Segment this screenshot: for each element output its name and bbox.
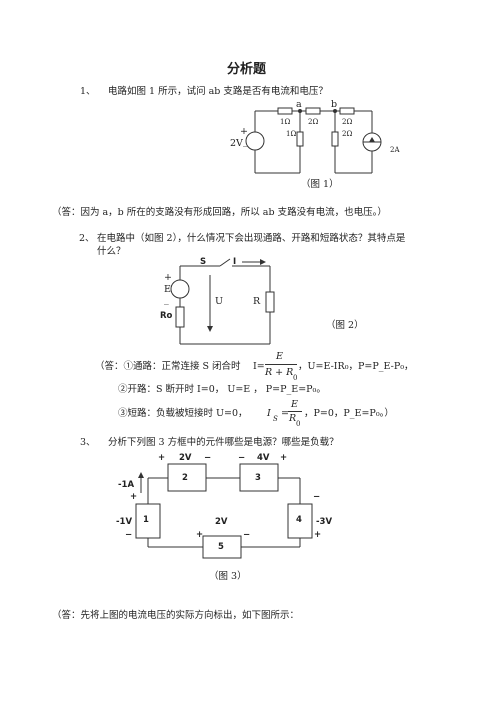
resistor-r4-label: 1Ω	[286, 130, 297, 138]
box2-number: 2	[182, 473, 188, 483]
q3-answer: （答：先将上图的电流电压的实际方向标出，如下图所示：	[52, 610, 300, 621]
box1-voltage: -1V	[116, 517, 133, 527]
q2-text-line1: 在电路中（如图 2），什么情况下会出现通路、开路和短路状态？其特点是	[97, 233, 406, 244]
box5-voltage: 2V	[215, 517, 228, 527]
fraction-line	[265, 364, 297, 365]
node-a-label: a	[296, 99, 302, 110]
page-title: 分析题	[227, 62, 267, 77]
box1-minus-sign: −	[125, 530, 133, 540]
q2-answer-3-frac-sub: 0	[296, 420, 301, 428]
box4-minus-sign: −	[313, 492, 321, 502]
q3-text: 分析下列图 3 方框中的元件哪些是电源？哪些是负载？	[108, 437, 339, 448]
box2-plus-sign: +	[158, 453, 166, 463]
box3-voltage: 4V	[257, 453, 270, 463]
q1-text: 电路如图 1 所示，试问 ab 支路是否有电流和电压？	[108, 86, 328, 97]
q2-answer-3-frac-den: R	[289, 413, 297, 424]
q2-answer-1-frac-num: E	[276, 351, 283, 362]
fraction-line	[288, 411, 302, 412]
box1-number: 1	[143, 515, 149, 525]
current-source-label: 2A	[390, 146, 400, 154]
q2-answer-3-is-sub: S	[273, 415, 278, 423]
voltage-arrow-icon	[207, 326, 213, 332]
box3-plus-sign: +	[280, 453, 288, 463]
resistor-r-label: R	[253, 296, 261, 307]
node-b-label: b	[331, 99, 338, 110]
q2-answer-3-frac-num: E	[291, 399, 298, 410]
figure-2-caption: （图 2）	[326, 320, 364, 331]
resistor-r1-label: 1Ω	[280, 118, 291, 126]
box3-minus-sign: −	[238, 453, 246, 463]
q2-text-line2: 什么？	[97, 246, 126, 257]
q2-answer-1-frac-den: R + R	[265, 367, 294, 378]
resistor-r5-label: 2Ω	[342, 130, 353, 138]
box5-minus-sign: −	[243, 530, 251, 540]
current-arrow-icon	[260, 259, 266, 265]
q2-answer-2: ②开路：S 断开时 I=0， U=E ， P=P_E=P₀。	[118, 384, 326, 395]
internal-resistance-label: Ro	[160, 311, 173, 321]
box4-number: 4	[296, 515, 302, 525]
emf-label: E	[164, 284, 171, 295]
q2-answer-3-rest: ，P=0，P_E=P₀。）	[304, 408, 394, 419]
box4-plus-sign: +	[314, 530, 322, 540]
box2-voltage: 2V	[179, 453, 192, 463]
box5-number: 5	[218, 542, 224, 552]
box1-plus-sign: +	[130, 492, 138, 502]
current-arrow-icon	[138, 472, 144, 478]
box3-number: 3	[255, 473, 261, 483]
figure-3-caption: （图 3）	[209, 571, 247, 582]
q2-answer-3-is: I	[267, 408, 271, 419]
voltage-u-label: U	[215, 296, 224, 307]
figure-1-caption: （图 1）	[301, 179, 339, 190]
q2-answer-3-eq: =	[281, 408, 289, 419]
switch-label: S	[200, 257, 207, 267]
resistor-r3-label: 2Ω	[342, 118, 353, 126]
source-minus-sign: _	[243, 136, 248, 147]
current-label: I	[233, 257, 237, 267]
voltage-source-label: 2V	[230, 138, 243, 149]
q1-number: 1、	[80, 86, 96, 97]
box2-minus-sign: −	[204, 453, 212, 463]
box4-voltage: -3V	[316, 517, 333, 527]
current-arrow-icon	[369, 137, 375, 142]
q2-answer-1-frac-sub: 0	[293, 374, 298, 382]
current-value: -1A	[118, 480, 135, 490]
q2-answer-1-ieq: I=	[253, 361, 265, 372]
q1-answer: （答：因为 a，b 所在的支路没有形成回路，所以 ab 支路没有电流，也电压。）	[52, 207, 387, 218]
emf-minus-sign: _	[164, 294, 169, 305]
box5-plus-sign: +	[196, 530, 204, 540]
q2-answer-1-prefix: （答：①通路：正常连接 S 闭合时	[95, 361, 241, 372]
emf-plus-sign: +	[164, 272, 172, 283]
q2-answer-1-rest: ，U=E-IR₀，P=P_E-P₀，	[298, 361, 414, 372]
q2-answer-3-prefix: ③短路：负载被短接时 U=0，	[118, 408, 248, 419]
resistor-r2-label: 2Ω	[308, 118, 319, 126]
q3-number: 3、	[80, 437, 96, 448]
q2-number: 2、	[79, 233, 95, 244]
source-plus-sign: +	[240, 126, 248, 137]
